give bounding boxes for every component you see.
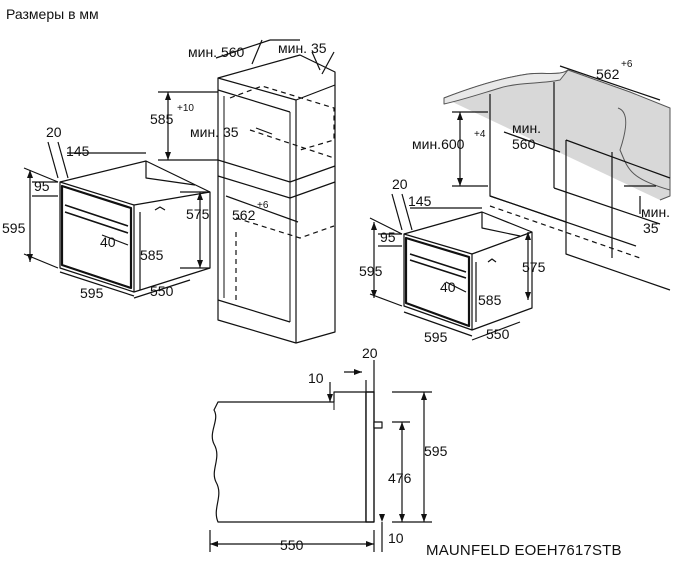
oven-left-handle-2 xyxy=(64,211,129,234)
side-view-dim-476: 476 xyxy=(388,470,412,486)
cabinet-tall-dim-585: 585 xyxy=(150,111,174,127)
undercounter-niche xyxy=(443,65,671,291)
dim-line xyxy=(471,321,521,341)
dim-line xyxy=(311,51,321,71)
dim-line xyxy=(59,271,135,297)
cabinet-tall-dim-562: 562 xyxy=(232,207,256,223)
oven-left-dim-20: 20 xyxy=(46,124,62,140)
oven-left-dim-595-height: 595 xyxy=(2,220,26,236)
oven-left-dim-145: 145 xyxy=(66,143,90,159)
niche-right-wall-front xyxy=(565,140,671,291)
dim-line xyxy=(255,127,273,135)
dim-line xyxy=(403,311,473,337)
cabinet-tall-outline xyxy=(217,54,336,344)
dim-line xyxy=(369,217,403,235)
cabinet-tall-cutout-dashed-2 xyxy=(249,129,335,159)
cabinet-tall-dashed-3 xyxy=(235,217,335,239)
tall-cabinet xyxy=(158,39,336,344)
cabinet-tall-min-35: мин. 35 xyxy=(190,124,239,140)
cabinet-tall-cutout-dashed xyxy=(229,85,335,151)
dim-line xyxy=(369,293,403,307)
oven-right-back-edge xyxy=(481,212,521,237)
oven-left-dim-95: 95 xyxy=(34,178,50,194)
oven-right xyxy=(369,193,533,341)
dim-line xyxy=(391,193,403,231)
oven-left-vent xyxy=(154,206,166,211)
side-view-dim-20: 20 xyxy=(362,345,378,361)
niche-dim-562: 562 xyxy=(596,66,620,82)
countertop-edge xyxy=(443,69,569,105)
oven-left-dim-575: 575 xyxy=(186,206,210,222)
side-view-door xyxy=(365,391,375,523)
oven-right-dim-575: 575 xyxy=(522,259,546,275)
oven-right-dim-550: 550 xyxy=(486,326,510,342)
dim-line xyxy=(321,51,335,75)
oven-right-top-edge xyxy=(471,231,533,255)
niche-right-top xyxy=(565,139,671,179)
dim-line xyxy=(101,234,129,246)
dim-line xyxy=(215,39,271,59)
oven-right-dim-20: 20 xyxy=(392,176,408,192)
oven-left-back-edge xyxy=(145,161,196,186)
oven-left-door xyxy=(60,184,133,290)
niche-min-35-label: мин. xyxy=(641,204,671,220)
side-view xyxy=(209,360,432,552)
dim-line xyxy=(225,195,299,223)
side-view-dim-550: 550 xyxy=(280,537,304,553)
niche-min-35-value: 35 xyxy=(643,220,659,236)
oven-left-handle xyxy=(64,204,129,227)
cabinet-tall-min-35-top: мин. 35 xyxy=(278,40,327,56)
side-view-dim-10-bottom: 10 xyxy=(388,530,404,546)
oven-right-vent xyxy=(487,258,497,263)
dim-line xyxy=(47,141,59,179)
side-view-body xyxy=(211,391,367,523)
cabinet-tall-dim-585-tolerance: +10 xyxy=(177,103,194,114)
cabinet-tall-dim-562-tolerance: +6 xyxy=(257,200,269,211)
oven-left-dim-595-width: 595 xyxy=(80,285,104,301)
countertop-side-wave xyxy=(617,107,671,191)
oven-right-dim-95: 95 xyxy=(380,229,396,245)
dim-line xyxy=(559,65,661,101)
arrowheads xyxy=(27,92,531,547)
niche-dim-562-tolerance: +6 xyxy=(621,59,633,70)
oven-left-dim-585: 585 xyxy=(140,247,164,263)
side-view-dim-595: 595 xyxy=(424,443,448,459)
page-title: Размеры в мм xyxy=(6,6,99,22)
dim-line xyxy=(503,131,561,153)
cabinet-tall-shelf-top xyxy=(217,89,291,113)
oven-left xyxy=(23,141,211,299)
niche-floor-front xyxy=(489,195,637,247)
model-name: MAUNFELD EOEH7617STB xyxy=(426,542,622,559)
dim-line xyxy=(445,281,467,293)
dim-line xyxy=(251,39,263,65)
niche-min-560-value: 560 xyxy=(512,136,536,152)
oven-left-dim-550: 550 xyxy=(150,283,174,299)
side-view-dim-10-top: 10 xyxy=(308,370,324,386)
niche-min-600-tolerance: +4 xyxy=(474,129,486,140)
niche-floor-back xyxy=(553,187,661,225)
side-view-knob xyxy=(373,421,383,429)
dim-line xyxy=(57,141,69,179)
niche-min-560-label: мин. xyxy=(512,120,542,136)
oven-right-dim-595-height: 595 xyxy=(359,263,383,279)
cabinet-tall-top-front xyxy=(295,84,336,101)
oven-right-dim-585: 585 xyxy=(478,292,502,308)
cabinet-tall-min-560: мин. 560 xyxy=(188,44,245,60)
oven-right-dim-40: 40 xyxy=(440,279,456,295)
oven-right-door xyxy=(404,236,471,328)
oven-right-handle xyxy=(409,253,467,273)
oven-left-top-edge xyxy=(133,191,211,206)
oven-right-handle-2 xyxy=(409,259,467,279)
dim-line xyxy=(401,193,413,231)
oven-right-dim-145: 145 xyxy=(408,193,432,209)
oven-right-dim-595-width: 595 xyxy=(424,329,448,345)
oven-left-dim-40: 40 xyxy=(100,234,116,250)
niche-min-600: мин.600 xyxy=(412,136,465,152)
cabinet-tall-base xyxy=(217,299,291,323)
dim-line xyxy=(133,279,191,299)
